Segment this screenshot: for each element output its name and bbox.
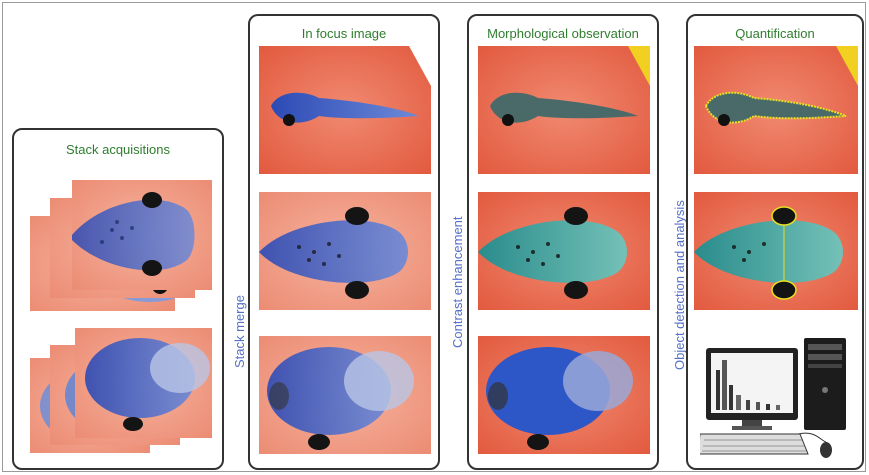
- contrast-enhancement-label: Contrast enhancement: [450, 216, 465, 348]
- object-detection-label: Object detection and analysis: [672, 200, 687, 370]
- mouse-icon: [820, 442, 832, 458]
- stack-image-front: [72, 180, 212, 290]
- in-focus-image-ventral: [259, 336, 431, 454]
- computer-icon: [700, 330, 858, 460]
- quantification-image-dorsal: [694, 192, 858, 310]
- morphological-image-lateral: [478, 46, 650, 174]
- morphological-image-dorsal: [478, 192, 650, 310]
- quantification-image-lateral: [694, 46, 858, 174]
- morphological-image-ventral: [478, 336, 650, 454]
- in-focus-image-dorsal: [259, 192, 431, 310]
- in-focus-image-lateral: [259, 46, 431, 174]
- panel-title-morphological: Morphological observation: [469, 26, 657, 41]
- keyboard-icon: [700, 434, 808, 454]
- panel-title-in-focus: In focus image: [250, 26, 438, 41]
- stack-merge-label: Stack merge: [232, 295, 247, 368]
- stack-image-front-2: [75, 328, 212, 438]
- panel-title-quantification: Quantification: [688, 26, 862, 41]
- panel-title-stack: Stack acquisitions: [14, 142, 222, 157]
